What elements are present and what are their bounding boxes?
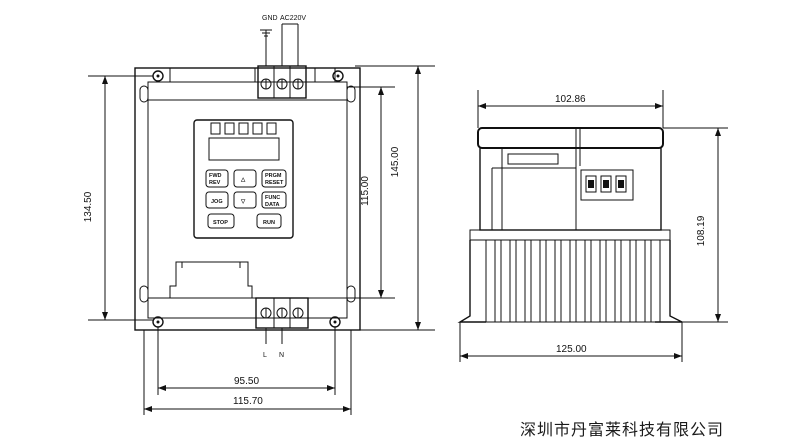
side-body [479, 147, 662, 231]
svg-text:125.00: 125.00 [556, 344, 587, 355]
key-prgm-reset[interactable]: PRGM RESET [261, 169, 287, 188]
dimension-145: 145.00 [355, 65, 435, 331]
svg-text:△: △ [240, 176, 246, 183]
led-indicator [224, 122, 235, 135]
connector-cutout [169, 261, 253, 298]
svg-text:145.00: 145.00 [390, 146, 401, 177]
svg-text:JOG: JOG [211, 199, 223, 205]
key-func-data[interactable]: FUNC DATA [261, 191, 287, 209]
dimension-115-70: 115.70 [143, 330, 352, 415]
svg-text:▽: ▽ [240, 199, 246, 205]
svg-text:115.70: 115.70 [233, 396, 263, 407]
bottom-terminal-block: L N [255, 297, 309, 359]
key-run[interactable]: RUN [256, 213, 282, 229]
dimension-115: 115.00 [347, 86, 395, 299]
dimension-102: 102.86 [477, 90, 664, 128]
dimension-125: 125.00 [459, 322, 683, 362]
svg-text:STOP: STOP [213, 220, 228, 226]
svg-text:REV: REV [209, 180, 221, 186]
side-view: 102.86 108.19 125.00 [457, 90, 728, 362]
side-terminal-block [580, 169, 634, 201]
dimension-108: 108.19 [663, 127, 728, 323]
key-stop[interactable]: STOP [207, 213, 235, 229]
svg-text:FWD: FWD [209, 173, 222, 179]
led-indicator [210, 122, 221, 135]
led-indicator [238, 122, 249, 135]
led-indicator [252, 122, 263, 135]
svg-text:134.50: 134.50 [83, 191, 94, 222]
mounting-plate [134, 67, 361, 331]
mounting-hole [152, 70, 164, 82]
display-window [208, 137, 280, 161]
keypad-panel: FWD REV △ PRGM RESET JOG ▽ FU [193, 119, 294, 239]
svg-text:DATA: DATA [265, 202, 279, 208]
svg-text:RUN: RUN [263, 220, 275, 226]
mounting-hole [332, 70, 344, 82]
key-jog[interactable]: JOG [205, 191, 229, 209]
top-terminal-block: GND AC220V [257, 15, 307, 99]
svg-text:RESET: RESET [265, 180, 284, 186]
inverter-body [147, 81, 348, 319]
key-fwd-rev[interactable]: FWD REV [205, 169, 229, 188]
ac220v-label: AC220V [280, 15, 306, 22]
company-watermark: 深圳市丹富莱科技有限公司 [520, 420, 724, 439]
gnd-label: GND [262, 15, 278, 22]
dimension-134: 134.50 [83, 75, 153, 321]
svg-text:95.50: 95.50 [234, 376, 259, 387]
key-up[interactable]: △ [233, 169, 257, 188]
svg-text:108.19: 108.19 [696, 215, 707, 246]
key-down[interactable]: ▽ [233, 191, 257, 209]
right-foot [655, 240, 683, 323]
svg-text:102.86: 102.86 [555, 94, 586, 105]
front-view: GND AC220V FWD REV △ PRGM [83, 15, 435, 415]
terminal-l-label: L [263, 352, 267, 359]
base-plate [469, 229, 671, 241]
svg-text:FUNC: FUNC [265, 195, 280, 201]
svg-text:PRGM: PRGM [265, 173, 282, 179]
heatsink-fins [485, 239, 661, 323]
dimension-95: 95.50 [157, 327, 336, 395]
svg-text:115.00: 115.00 [360, 176, 371, 206]
led-indicator [266, 122, 277, 135]
top-cover [477, 127, 664, 149]
left-foot [457, 240, 486, 323]
terminal-n-label: N [279, 352, 284, 359]
